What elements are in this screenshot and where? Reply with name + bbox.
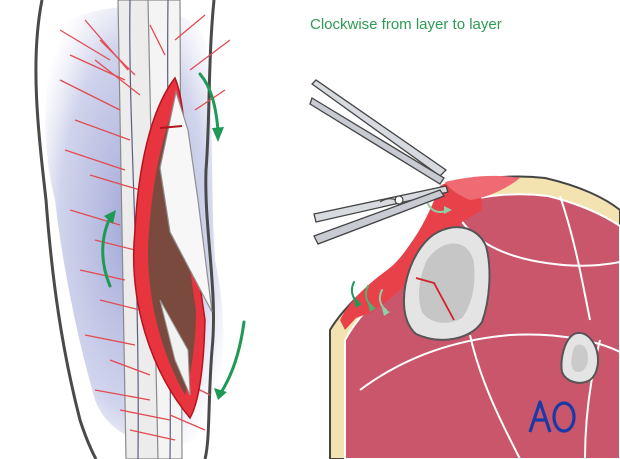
bone-marrow <box>419 243 475 323</box>
skin-contour-right <box>203 0 216 459</box>
wound-tissue-top <box>445 175 520 200</box>
small-bone-marrow <box>571 344 588 372</box>
inflammation-lines <box>59 14 231 441</box>
vessel-line <box>129 0 139 459</box>
layer-arrowheads <box>354 206 452 316</box>
fracture-line <box>415 277 455 321</box>
forceps-icon <box>309 79 449 245</box>
wound-inner <box>148 112 196 395</box>
limb-illustration <box>34 0 246 459</box>
bone-fragment <box>159 89 213 313</box>
caption-title: Clockwise from layer to layer <box>310 16 502 33</box>
wound-lip <box>159 125 183 129</box>
wound-tissue <box>340 179 482 330</box>
skin-contour-left <box>34 0 98 459</box>
muscle-mass <box>344 193 620 459</box>
rotation-arrowheads <box>104 127 227 400</box>
cross-section-illustration <box>309 79 620 459</box>
bone-fragment-lower <box>159 299 191 396</box>
ao-logo <box>528 400 576 433</box>
